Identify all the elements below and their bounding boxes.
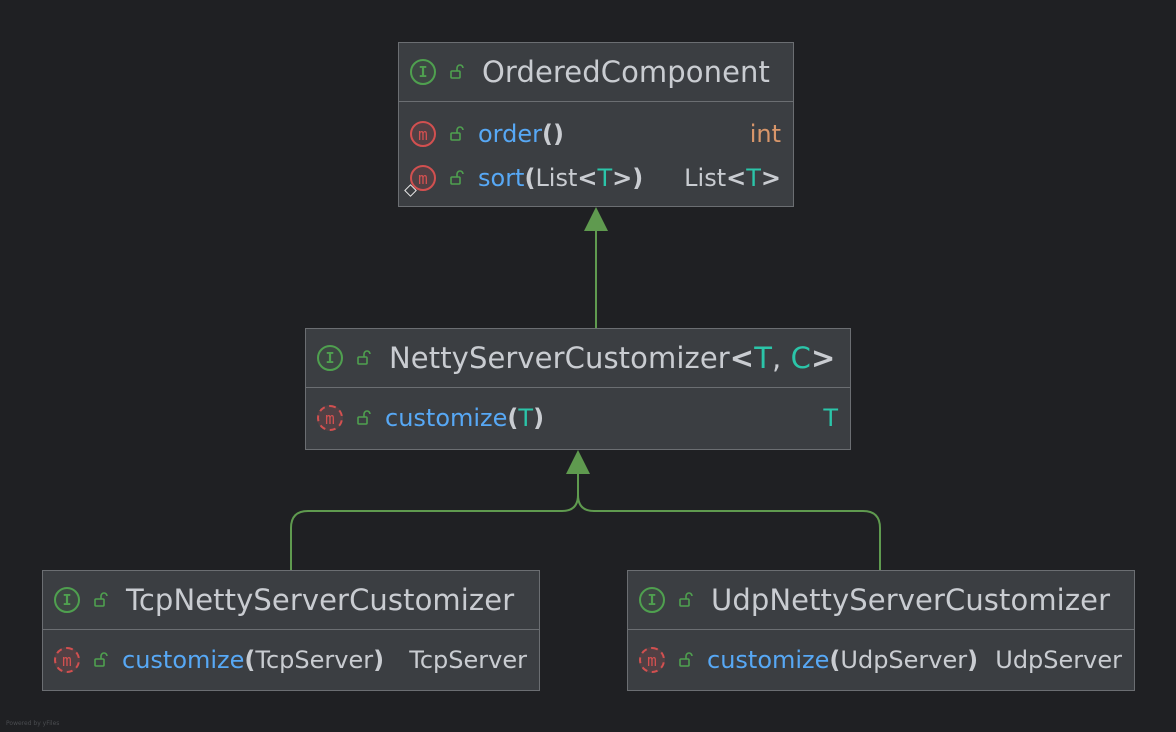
edge-udp-to-netty — [577, 494, 881, 570]
method-name: customize — [385, 404, 508, 432]
diamond-icon — [404, 184, 417, 197]
paren-close: ) — [373, 646, 385, 674]
method-name: customize — [707, 646, 830, 674]
interface-icon: I — [639, 587, 665, 613]
param-generic: T — [518, 404, 534, 432]
arrowhead-ordered — [584, 207, 608, 231]
method-row[interactable]: m order() int — [399, 112, 793, 156]
return-type: UdpServer — [995, 646, 1122, 674]
unlock-icon — [448, 63, 466, 81]
edge-tcp-to-netty — [290, 472, 579, 570]
interface-icon: I — [54, 587, 80, 613]
method-icon: m — [317, 405, 343, 431]
paren-close: ) — [533, 404, 545, 432]
node-header: I UdpNettyServerCustomizer — [628, 571, 1134, 630]
paren-open: ( — [507, 404, 519, 432]
param-generic: T — [597, 164, 613, 192]
method-name: customize — [122, 646, 245, 674]
param-type: UdpServer — [840, 646, 968, 674]
method-row[interactable]: m sort(List<T>) List<T> — [399, 156, 793, 200]
angle-open: < — [729, 341, 755, 375]
angle-close: > — [811, 341, 836, 375]
unlock-icon — [677, 591, 695, 609]
node-header: I NettyServerCustomizer<T, C> — [306, 329, 850, 388]
node-header: I OrderedComponent — [399, 43, 793, 102]
paren-close: ) — [552, 120, 564, 148]
angle-open: < — [577, 164, 598, 192]
paren-open: ( — [829, 646, 841, 674]
method-badge-letter: m — [418, 168, 428, 188]
generic-separator: , — [772, 341, 791, 375]
return-type: T — [823, 404, 838, 432]
class-node-netty-server-customizer[interactable]: I NettyServerCustomizer<T, C> m customiz… — [305, 328, 851, 450]
interface-icon: I — [410, 59, 436, 85]
paren-open: ( — [542, 120, 553, 148]
node-title: NettyServerCustomizer — [389, 341, 730, 375]
method-icon: m — [54, 647, 80, 673]
paren-open: ( — [244, 646, 256, 674]
method-icon: m — [639, 647, 665, 673]
unlock-icon — [355, 409, 373, 427]
node-title: UdpNettyServerCustomizer — [711, 583, 1111, 617]
member-list: m customize(T) T — [306, 388, 850, 440]
class-node-tcp-netty-server-customizer[interactable]: I TcpNettyServerCustomizer m customize(T… — [42, 570, 540, 691]
method-row[interactable]: m customize(UdpServer) UdpServer — [628, 638, 1134, 682]
return-generic: T — [746, 164, 761, 192]
class-node-ordered-component[interactable]: I OrderedComponent m order() int m sort(… — [398, 42, 794, 207]
param-type: List — [535, 164, 578, 192]
method-name: sort — [478, 164, 525, 192]
unlock-icon — [448, 125, 466, 143]
node-title: TcpNettyServerCustomizer — [126, 583, 515, 617]
paren-close: ) — [967, 646, 979, 674]
return-type: List<T> — [684, 164, 781, 192]
method-name: order — [478, 120, 542, 148]
param-type: TcpServer — [255, 646, 374, 674]
unlock-icon — [355, 349, 373, 367]
angle-close: > — [612, 164, 633, 192]
unlock-icon — [448, 169, 466, 187]
member-list: m customize(TcpServer) TcpServer — [43, 630, 539, 682]
generic-param-t: T — [754, 341, 773, 375]
unlock-icon — [92, 651, 110, 669]
node-title: OrderedComponent — [482, 55, 770, 89]
member-list: m customize(UdpServer) UdpServer — [628, 630, 1134, 682]
arrowhead-netty — [566, 450, 590, 474]
angle-open: < — [726, 164, 747, 192]
return-type: int — [749, 120, 781, 148]
paren-close: ) — [632, 164, 644, 192]
node-header: I TcpNettyServerCustomizer — [43, 571, 539, 630]
return-type-name: List — [684, 164, 727, 192]
unlock-icon — [677, 651, 695, 669]
unlock-icon — [92, 591, 110, 609]
method-row[interactable]: m customize(TcpServer) TcpServer — [43, 638, 539, 682]
paren-open: ( — [524, 164, 536, 192]
watermark: Powered by yFiles — [6, 720, 60, 727]
interface-icon: I — [317, 345, 343, 371]
class-node-udp-netty-server-customizer[interactable]: I UdpNettyServerCustomizer m customize(U… — [627, 570, 1135, 691]
return-type: TcpServer — [409, 646, 527, 674]
generic-param-c: C — [790, 341, 812, 375]
method-icon: m — [410, 121, 436, 147]
member-list: m order() int m sort(List<T>) List<T> — [399, 102, 793, 200]
method-icon: m — [404, 165, 436, 197]
method-row[interactable]: m customize(T) T — [306, 396, 850, 440]
angle-close: > — [760, 164, 781, 192]
